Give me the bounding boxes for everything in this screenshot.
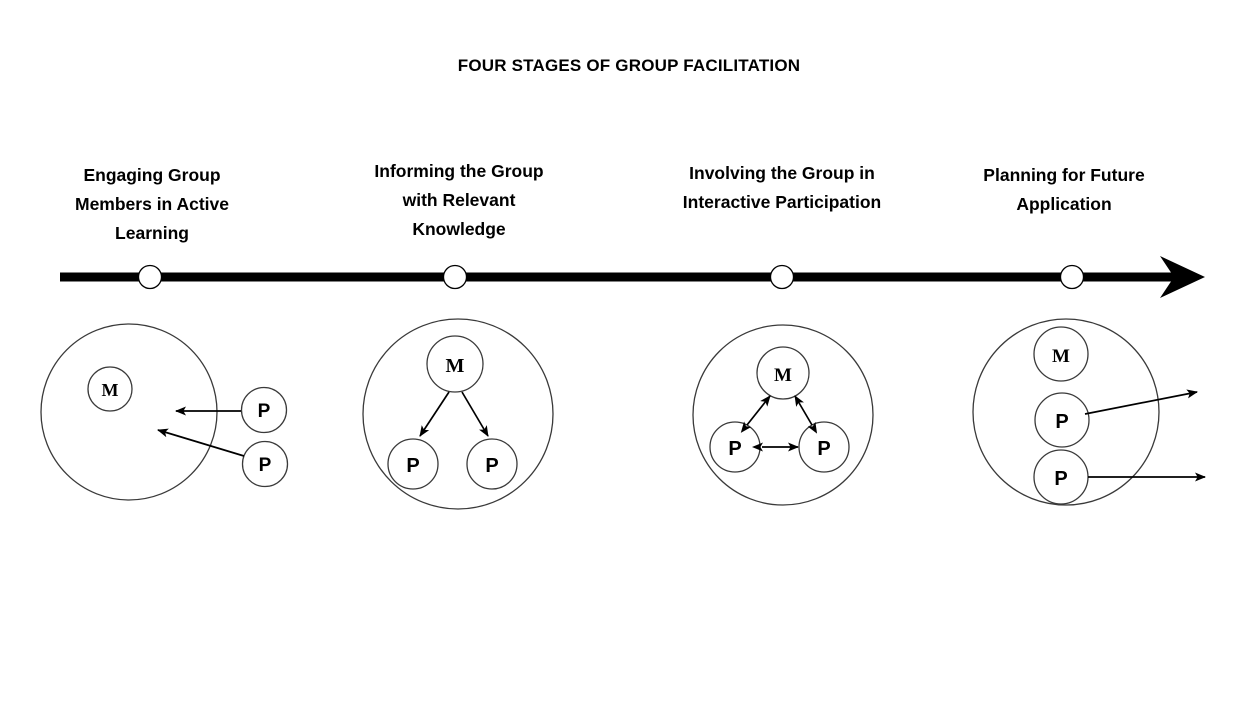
stage-2-facilitator-letter: M [446, 355, 465, 377]
stage-4-facilitator-circle [1033, 326, 1089, 382]
stage-1-participant-1-circle [240, 386, 288, 434]
page-title: FOUR STAGES OF GROUP FACILITATION [457, 56, 801, 75]
stage-label-1-line-1: Engaging Group [83, 165, 221, 185]
stage-1-diagram: M P P [40, 323, 289, 501]
stage-label-3-line-1: Involving the Group in [689, 163, 875, 183]
stage-3-facilitator-circle [756, 346, 810, 400]
stage-3-participant-2-letter: P [817, 438, 830, 460]
stage-2-arrow-to-participant-2 [461, 391, 489, 437]
stage-1-facilitator-circle [87, 366, 133, 412]
stage-3-node[interactable] [769, 264, 795, 290]
stage-4-participant-1-letter: P [1055, 411, 1068, 433]
stage-4-participant-1-circle [1034, 392, 1090, 448]
timeline-bar [60, 272, 1190, 282]
stage-1-group-circle [40, 323, 218, 501]
stage-label-3-line-2: Interactive Participation [682, 192, 882, 212]
stage-1-node[interactable] [137, 264, 163, 290]
stage-1-participant-1-letter: P [258, 401, 271, 422]
stage-4-facilitator-letter: M [1052, 346, 1070, 367]
stage-label-1-line-2: Members in Active [75, 194, 229, 214]
stage-3-participant-2-circle [798, 421, 850, 473]
stage-label-2: Informing the Group with Relevant Knowle… [339, 157, 579, 244]
stage-label-4-line-1: Planning for Future [983, 165, 1145, 185]
stage-label-2-line-2: with Relevant [402, 190, 516, 210]
stage-1-arrow-inward-2 [157, 428, 245, 457]
stage-4-participant-2-letter: P [1054, 468, 1067, 490]
stage-4-diagram: M P P [972, 318, 1206, 506]
stage-2-participant-2-circle [466, 438, 518, 490]
stage-2-arrow-to-participant-1 [419, 391, 450, 437]
stage-2-facilitator-circle [426, 335, 484, 393]
stage-label-4: Planning for Future Application [944, 161, 1184, 219]
stage-2-node[interactable] [442, 264, 468, 290]
stage-1-participant-2-letter: P [259, 455, 272, 476]
stage-2-participant-2-letter: P [485, 455, 498, 477]
stage-1-participant-2-circle [241, 440, 289, 488]
timeline-arrowhead-icon [1160, 256, 1205, 298]
stage-3-arrow-facilitator-participant-2 [794, 395, 818, 434]
stage-2-diagram: M P P [362, 318, 554, 510]
stage-label-1-line-3: Learning [115, 223, 189, 243]
stage-label-3: Involving the Group in Interactive Parti… [652, 159, 912, 217]
stage-4-arrow-outward-1 [1084, 389, 1198, 415]
stage-2-participant-1-circle [387, 438, 439, 490]
stage-label-1: Engaging Group Members in Active Learnin… [32, 161, 272, 248]
stage-1-facilitator-letter: M [102, 380, 119, 400]
stage-label-2-line-1: Informing the Group [374, 161, 544, 181]
stage-label-4-line-2: Application [1016, 194, 1112, 214]
stage-label-2-line-3: Knowledge [412, 219, 506, 239]
stage-3-diagram: M P P [692, 324, 874, 506]
stage-4-node[interactable] [1059, 264, 1085, 290]
stage-2-participant-1-letter: P [406, 455, 419, 477]
stage-3-arrow-facilitator-participant-1 [740, 395, 771, 433]
timeline [60, 256, 1205, 298]
stage-3-facilitator-letter: M [774, 365, 792, 386]
stage-3-participant-1-letter: P [728, 438, 741, 460]
